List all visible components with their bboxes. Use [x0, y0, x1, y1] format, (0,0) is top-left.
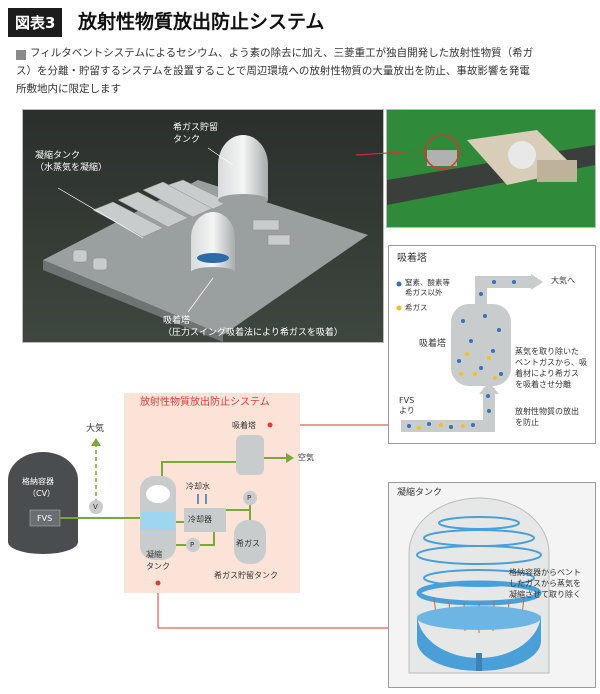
page-title: 放射性物質放出防止システム [78, 11, 325, 33]
adsorption-explain-2: ベントガスから、吸 [515, 358, 587, 367]
figure-number-badge: 図表3 [8, 8, 63, 37]
air-label: 空気 [298, 453, 314, 462]
adsorption-panel-title: 吸着塔 [397, 253, 427, 264]
tank-panel-title: 凝縮タンク [397, 488, 443, 498]
from-fvs-label-2: より [399, 406, 415, 415]
containment-label: 格納容器 [22, 477, 54, 486]
fvs-label: FVS [37, 514, 53, 523]
label-adsorption-tower: 吸着塔 [163, 316, 191, 326]
tank-explain-3: 凝縮させて取り除く [509, 590, 581, 599]
noble-gas-label: 希ガス [236, 539, 260, 548]
adsorption-explain-5: 放射性物質の放出 [515, 407, 579, 416]
site-aerial-graphic [387, 110, 595, 227]
pump-label-1: P [190, 541, 195, 549]
label-condensation-tank-sub: （水蒸気を凝縮） [35, 163, 108, 173]
adsorption-tower-panel: 吸着塔 窒素、酸素等 希ガス以外 希ガス 大気へ 吸着塔 FVS より 蒸気を取… [388, 245, 596, 444]
condensation-tank-label-2: タンク [146, 562, 170, 571]
condensation-tank-panel: 凝縮タンク 格納容器からベント したガスから蒸気を 凝縮させて取り除く [388, 482, 596, 688]
adsorption-explain-6: を防止 [515, 418, 539, 427]
containment-label-2: （CV） [28, 489, 56, 498]
to-atmosphere-label: 大気へ [551, 276, 575, 285]
description-text: フィルタベントシステムによるセシウム、よう素の除去に加え、三菱重工が独自開発した… [16, 47, 534, 95]
cooling-water-label: 冷却水 [186, 482, 210, 491]
label-condensation-tank: 凝縮タンク [35, 151, 81, 161]
site-aerial-view [386, 109, 596, 228]
adsorption-explain-1: 蒸気を取り除いた [515, 347, 579, 356]
noble-gas-tank-label: 希ガス貯留タンク [214, 571, 278, 580]
condensation-tank-label: 凝縮 [146, 550, 162, 559]
gas-storage-tank-graphic [218, 135, 268, 206]
from-fvs-label: FVS [399, 396, 415, 405]
adsorption-explain-3: 着材により希ガス [515, 369, 579, 378]
description-marker [16, 50, 26, 60]
system-title: 放射性物質放出防止システム [140, 397, 270, 408]
pump-label-2: P [247, 494, 252, 502]
tank-explain-2: したガスから蒸気を [509, 579, 581, 588]
label-gas-storage-tank: 希ガス貯留 [173, 123, 219, 133]
plant-illustration-graphic [23, 110, 383, 342]
label-adsorption-tower-sub: （圧力スイング吸着法により希ガスを吸着） [163, 328, 343, 338]
cooler-label: 冷却器 [188, 515, 212, 524]
plant-illustration: 凝縮タンク （水蒸気を凝縮） 希ガス貯留 タンク 吸着塔 （圧力スイング吸着法に… [22, 109, 384, 343]
adsorption-tower-graphic [191, 212, 235, 277]
tank-cutaway-graphic [408, 497, 550, 674]
valve-v-label: V [93, 503, 98, 511]
tank-explain-1: 格納容器からベント [509, 568, 581, 577]
adsorption-flow-graphic [396, 274, 543, 432]
legend-noble-gas: 希ガス [405, 303, 428, 312]
atmosphere-label: 大気 [86, 424, 105, 434]
adsorption-explain-4: を吸着させ分離 [515, 380, 571, 389]
label-gas-storage-tank-2: タンク [173, 135, 201, 145]
tower-label: 吸着塔 [419, 339, 447, 349]
adsorption-tower-label: 吸着塔 [232, 421, 256, 430]
legend-nitrogen-oxygen-2: 希ガス以外 [405, 288, 443, 297]
legend-nitrogen-oxygen: 窒素、酸素等 [405, 278, 450, 287]
